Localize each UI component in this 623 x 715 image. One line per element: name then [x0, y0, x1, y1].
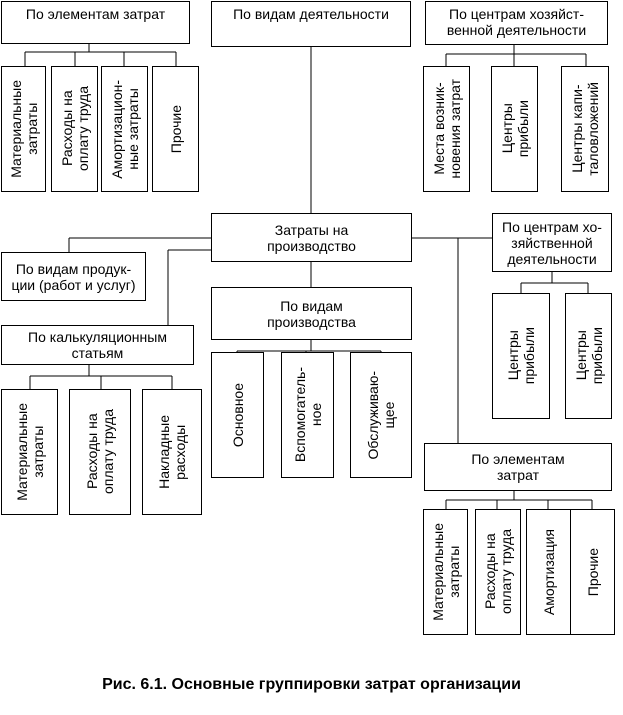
cost-origin-label: Места возник- новения затрат: [430, 79, 463, 179]
by-products-label: По видам продук- ции (работ и услуг): [11, 260, 136, 293]
by-calc-box: По калькуляционным статьям: [1, 325, 194, 365]
bottom-labor-label: Расходы на оплату труда: [482, 529, 514, 615]
by-centers-right-title: По центрам хо- зяйственной деятельности: [502, 218, 602, 267]
bottom-other-label: Прочие: [584, 547, 601, 597]
calc-overhead-label: Накладные расходы: [156, 415, 188, 489]
by-elements-bottom-title: По элементам затрат: [471, 451, 565, 483]
production-costs-label: Затраты на производство: [267, 221, 356, 254]
calc-material-label: Материальные затраты: [13, 403, 46, 501]
profit-centers-right-2-label: Центры прибыли: [572, 327, 605, 385]
investment-centers-box: Центры капи- таловложений: [561, 66, 609, 192]
cost-origin-box: Места возник- новения затрат: [423, 66, 470, 192]
by-production-title: По видам производства: [267, 297, 356, 330]
by-elements-top-title: По элементам затрат: [25, 6, 166, 22]
other-costs-label: Прочие: [167, 104, 184, 154]
investment-centers-label: Центры капи- таловложений: [569, 82, 601, 176]
profit-centers-right-1-box: Центры прибыли: [492, 293, 550, 419]
bottom-depreciation-label: Амортизация: [540, 528, 557, 616]
calc-overhead-box: Накладные расходы: [142, 389, 202, 515]
by-activity-box: По видам деятельности: [211, 1, 411, 47]
main-production-box: Основное: [211, 352, 264, 478]
by-products-box: По видам продук- ции (работ и услуг): [1, 252, 146, 301]
production-costs-box: Затраты на производство: [211, 213, 412, 262]
bottom-depreciation-box: Амортизация: [526, 509, 571, 635]
calc-labor-box: Расходы на оплату труда: [69, 389, 131, 515]
service-production-box: Обслуживаю- щее: [350, 352, 412, 478]
bottom-other-box: Прочие: [570, 509, 615, 635]
profit-centers-top-box: Центры прибыли: [491, 66, 538, 192]
labor-costs-label: Расходы на оплату труда: [58, 86, 91, 172]
service-production-label: Обслуживаю- щее: [365, 370, 397, 460]
auxiliary-production-label: Вспомогатель- ное: [291, 367, 324, 463]
by-elements-bottom-box: По элементам затрат: [424, 443, 612, 491]
by-centers-top-title: По центрам хозяйст- венной деятельности: [446, 6, 587, 38]
by-activity-label: По видам деятельности: [233, 6, 389, 22]
calc-material-box: Материальные затраты: [1, 389, 58, 515]
figure-caption: Рис. 6.1. Основные группировки затрат ор…: [102, 676, 521, 693]
by-centers-right-box: По центрам хо- зяйственной деятельности: [492, 213, 612, 272]
bottom-labor-box: Расходы на оплату труда: [475, 509, 521, 635]
calc-labor-label: Расходы на оплату труда: [84, 409, 116, 495]
profit-centers-right-1-label: Центры прибыли: [505, 327, 537, 385]
profit-centers-top-label: Центры прибыли: [498, 100, 531, 158]
auxiliary-production-box: Вспомогатель- ное: [281, 352, 334, 478]
bottom-material-label: Материальные затраты: [429, 523, 462, 621]
depreciation-costs-box: Амортизацион- ные затраты: [101, 66, 148, 192]
bottom-material-box: Материальные затраты: [423, 509, 468, 635]
by-centers-top-box: По центрам хозяйст- венной деятельности: [425, 1, 608, 45]
profit-centers-right-2-box: Центры прибыли: [565, 293, 612, 419]
by-production-box: По видам производства: [211, 287, 412, 340]
by-calc-title: По калькуляционным статьям: [28, 329, 167, 361]
other-costs-box: Прочие: [152, 66, 199, 192]
by-elements-top-box: По элементам затрат: [1, 1, 190, 44]
main-production-label: Основное: [229, 382, 246, 448]
labor-costs-box: Расходы на оплату труда: [51, 66, 98, 192]
depreciation-costs-label: Амортизацион- ные затраты: [108, 79, 141, 179]
material-costs-box: Материальные затраты: [1, 66, 46, 192]
material-costs-label: Материальные затраты: [7, 80, 40, 178]
